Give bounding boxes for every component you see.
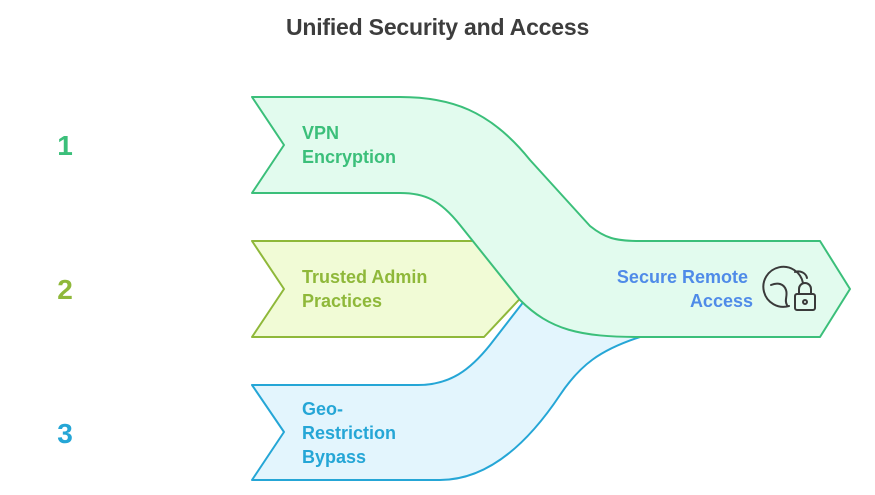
label-line: Access bbox=[690, 291, 753, 311]
globe-lock-icon bbox=[762, 265, 816, 311]
step-number-3: 3 bbox=[57, 418, 73, 449]
step-number-1: 1 bbox=[57, 130, 73, 161]
label-trusted-admin: Trusted Admin Practices bbox=[302, 267, 432, 311]
label-line: Bypass bbox=[302, 447, 366, 467]
label-line: VPN bbox=[302, 123, 339, 143]
flow-geo-restriction bbox=[251, 295, 641, 481]
label-line: Trusted Admin bbox=[302, 267, 427, 287]
label-secure-remote-access: Secure Remote Access bbox=[617, 267, 753, 311]
label-geo-restriction: Geo- Restriction Bypass bbox=[302, 399, 401, 467]
flow-vpn-encryption bbox=[251, 96, 851, 338]
step-number-2: 2 bbox=[57, 274, 73, 305]
label-line: Practices bbox=[302, 291, 382, 311]
diagram-title: Unified Security and Access bbox=[285, 14, 590, 40]
label-vpn-encryption: VPN Encryption bbox=[302, 123, 396, 167]
label-line: Secure Remote bbox=[617, 267, 748, 287]
label-line: Encryption bbox=[302, 147, 396, 167]
label-line: Geo- bbox=[302, 399, 343, 419]
label-line: Restriction bbox=[302, 423, 396, 443]
